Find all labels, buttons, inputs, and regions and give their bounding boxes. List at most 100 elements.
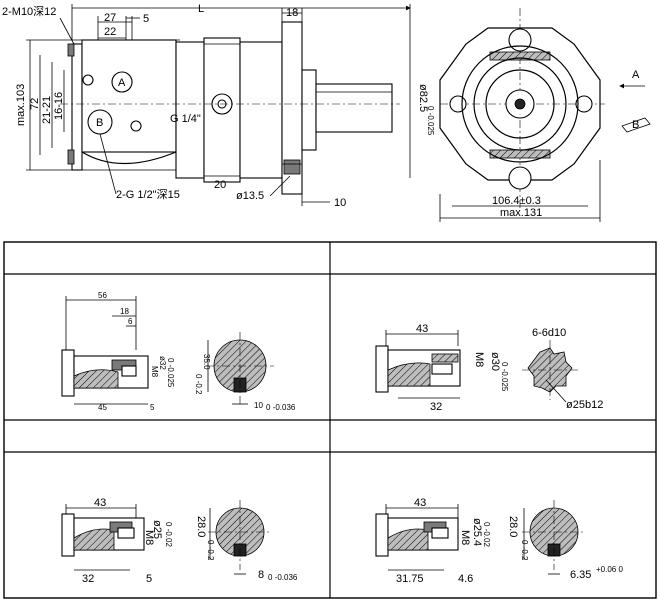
dim-text: 10: [254, 401, 263, 410]
bolt-hole-top: [508, 28, 532, 52]
dim-text: 6.35: [570, 569, 591, 581]
dim-text: 0 -0.036: [266, 403, 296, 412]
dim-text: 32: [82, 573, 94, 585]
dim-text-16-16: 16-16: [53, 92, 65, 120]
output-shaft: [315, 83, 393, 133]
arrow-b-label: B: [632, 119, 639, 131]
dim-text: ø32: [158, 356, 167, 370]
dim-text: 45: [98, 403, 107, 412]
dim-text: M8: [459, 530, 471, 545]
body-circle: [461, 45, 579, 163]
dim-text: 43: [414, 497, 426, 509]
shaft-shoulder: [61, 349, 75, 397]
pilot-circle: [473, 57, 567, 151]
dim-text-21-21: 21-21: [41, 96, 53, 124]
thread-hole: [117, 527, 135, 539]
bolt-head: [67, 43, 75, 57]
label-g-half: 2-G 1/2"深15: [116, 188, 180, 201]
shaft-section: [387, 528, 429, 551]
side-view: A B 106.4±0.3 max.131: [439, 8, 651, 222]
shaft-cell-4: 43 ø25.4 0 -0.02 M8 31.75 4.6 28.0 0 -0.…: [375, 497, 623, 585]
dim-text-5: 5: [143, 13, 149, 25]
bolt-hole-bottom: [508, 166, 532, 190]
dim-text: ø25.4: [471, 518, 483, 546]
spline-section: [431, 353, 459, 363]
dim-text-131: max.131: [500, 207, 542, 219]
dim-text-18: 18: [286, 7, 298, 19]
shaft-cell-3: 43 ø25 0 -0.02 M8 32 5 28.0 0 -0.2 8 0 -…: [61, 497, 298, 585]
dim-text: 0 -0.02: [164, 522, 173, 547]
dim-text: M8: [143, 530, 155, 545]
dim-text: 31.75: [396, 573, 424, 585]
dim-text-22: 22: [104, 26, 116, 38]
port-hole: [130, 120, 142, 132]
dim-text-max103: max.103: [15, 84, 27, 126]
seal-circle: [485, 69, 555, 139]
dim-text: 8: [258, 569, 264, 581]
shaft-table: 56 18 6 ø32 0 -0.025 M8 45 5 35.0: [3, 241, 657, 599]
dim-text: 56: [98, 291, 107, 300]
dim-text-10: 10: [334, 197, 346, 209]
housing-front: [175, 41, 205, 179]
flange-hole-section: [283, 159, 301, 175]
dim-text: 0 -0.025: [500, 362, 509, 392]
dim-text-72: 72: [29, 98, 41, 110]
port-hole: [82, 74, 94, 86]
dim-text: 0 -0.036: [268, 573, 298, 582]
dim-text: 6: [128, 317, 133, 326]
dim-text: ø30: [489, 352, 501, 371]
hatch-bottom: [489, 149, 551, 159]
dim-text: 0 -0.2: [520, 540, 529, 561]
dim-text: 4.6: [458, 573, 473, 585]
dim-text: 18: [120, 307, 129, 316]
shaft-shoulder: [61, 513, 75, 557]
dim-text: 32: [430, 401, 442, 413]
shaft-section: [73, 369, 119, 389]
dim-text: 35.0: [202, 354, 211, 370]
label-g-quarter: G 1/4": [170, 113, 201, 125]
dim-text: 0 -0.2: [206, 540, 215, 561]
dim-text-27: 27: [104, 12, 116, 24]
bolt-head: [67, 149, 75, 165]
thread-hole: [121, 365, 137, 377]
thread-hole: [431, 527, 449, 539]
dim-text: 28.0: [195, 516, 207, 537]
bearing-housing: [239, 41, 283, 179]
shaft-cell-2: 43 M8 ø30 0 -0.025 32 6-6d10 ø25b12: [375, 323, 603, 413]
bolt-hole-left: [449, 95, 467, 113]
shaft-shoulder: [375, 345, 389, 393]
dim-text-l: L: [198, 3, 204, 15]
dim-text: ø25: [151, 520, 163, 539]
thread-hole: [431, 363, 453, 375]
shaft-section: [73, 528, 115, 551]
dim-text: ø25b12: [566, 399, 603, 411]
pilot: [301, 69, 317, 151]
shaft-center: [514, 98, 526, 110]
dim-text-20: 20: [214, 179, 226, 191]
leader-m10: [59, 17, 76, 47]
dim-text-106: 106.4±0.3: [492, 195, 541, 207]
dim-text: 43: [416, 323, 428, 335]
dim-text: M8: [150, 366, 159, 378]
dim-text: 0 -0.2: [194, 374, 203, 395]
flange-outline: [439, 27, 601, 181]
main-front-view: L 27 22 5 18 2-M10深12 max.103 72 21-21 1…: [2, 3, 435, 209]
dim-text: 0 -0.025: [166, 358, 175, 388]
dim-text: 43: [94, 497, 106, 509]
bolt-hole-right: [575, 95, 593, 113]
port-block-edge: [81, 151, 177, 165]
dim-text: M8: [473, 352, 485, 367]
shaft-section: [387, 362, 431, 387]
dim-text: 5: [150, 403, 155, 412]
port-block: [81, 39, 177, 153]
dim-text: 28.0: [507, 516, 519, 537]
dim-text: 5: [146, 573, 152, 585]
dim-text: 0 -0.02: [482, 522, 491, 547]
arrow-a-label: A: [632, 69, 640, 81]
hatch-top: [489, 51, 551, 61]
dim-text-82: ø82.5: [417, 84, 429, 112]
port-a-circle: [111, 71, 133, 93]
leader: [545, 379, 567, 403]
